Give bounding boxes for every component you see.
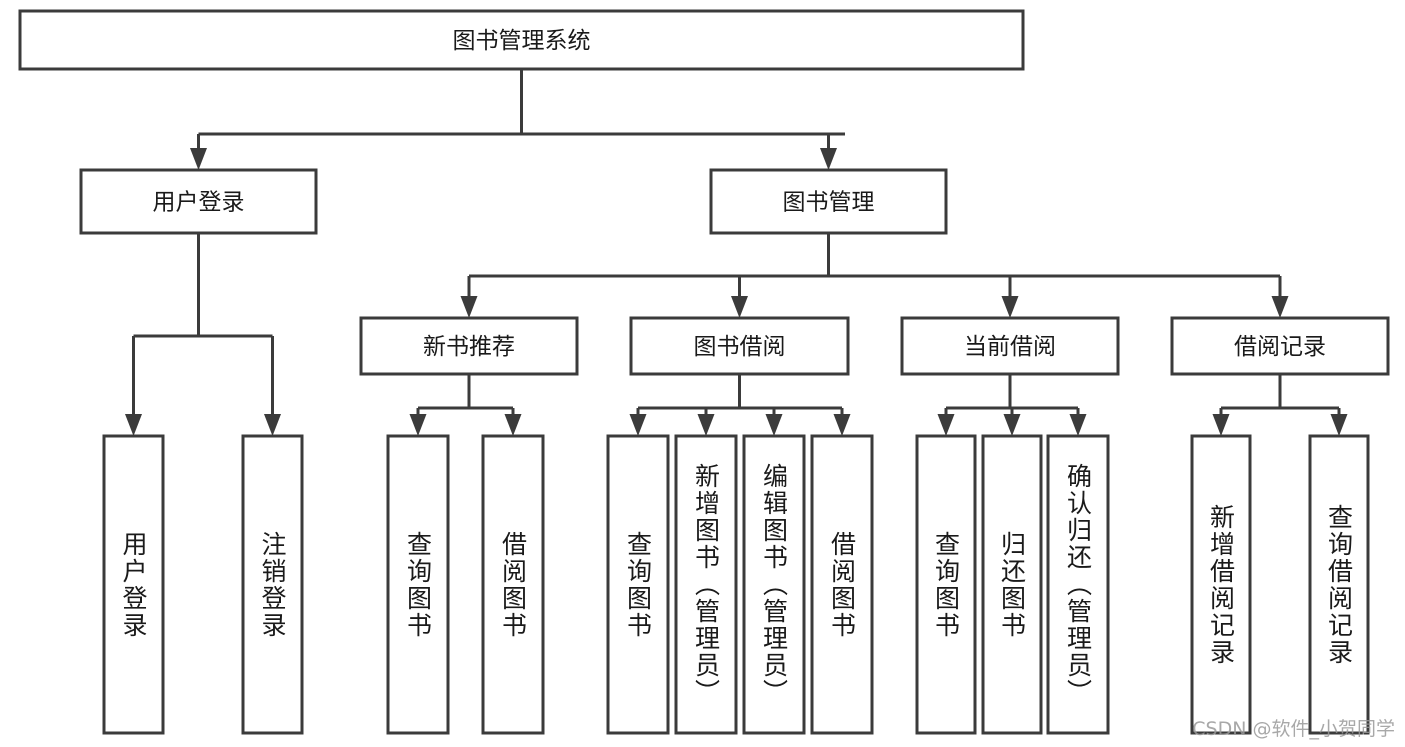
node-new-book-recommend-label: 新书推荐 — [423, 334, 515, 360]
node-leaf-logout-box[interactable] — [241, 434, 304, 735]
node-leaf-user-login-box[interactable] — [102, 434, 165, 735]
connector-layer — [125, 69, 1348, 436]
node-leaf-confirm-return-box[interactable] — [1046, 434, 1110, 735]
node-user-login[interactable]: 用户登录 — [79, 168, 318, 235]
node-leaf-borrow-book-rec-box[interactable] — [481, 434, 545, 735]
arrowhead-root-to-user-login — [190, 148, 207, 170]
arrowhead-to-leaf-edit-book — [765, 414, 783, 436]
edge-new-book-recommend-bus — [416, 374, 515, 420]
node-root[interactable]: 图书管理系统 — [18, 9, 1025, 71]
node-book-borrow-box[interactable] — [629, 316, 850, 376]
node-user-login-label: 用户登录 — [153, 190, 245, 216]
node-book-manage-label: 图书管理 — [783, 190, 875, 216]
node-leaf-return-book-box[interactable] — [981, 434, 1043, 735]
node-borrow-record-box[interactable] — [1170, 316, 1390, 376]
node-current-borrow[interactable]: 当前借阅 — [900, 316, 1120, 376]
node-book-manage-box[interactable] — [709, 168, 948, 235]
arrowhead-to-leaf-query-book-rec — [409, 414, 427, 436]
edge-user-login-bus — [132, 233, 274, 420]
node-leaf-edit-book-box[interactable] — [742, 434, 806, 735]
node-book-borrow-label: 图书借阅 — [694, 334, 786, 360]
node-new-book-recommend-box[interactable] — [359, 316, 579, 376]
node-root-label: 图书管理系统 — [453, 28, 591, 54]
edge-borrow-record-bus — [1219, 374, 1341, 420]
node-leaf-borrow-book-box[interactable] — [810, 434, 874, 735]
edge-root-to-level2-bus — [197, 69, 845, 154]
arrowhead-to-leaf-borrow-book-rec — [504, 414, 522, 436]
leaf-boxes — [102, 434, 1370, 735]
arrowhead-to-book-borrow — [731, 296, 748, 318]
arrowhead-to-leaf-confirm-return — [1069, 414, 1087, 436]
node-book-manage[interactable]: 图书管理 — [709, 168, 948, 235]
arrowhead-to-leaf-user-login — [125, 414, 142, 436]
node-book-borrow[interactable]: 图书借阅 — [629, 316, 850, 376]
node-current-borrow-box[interactable] — [900, 316, 1120, 376]
arrowhead-root-to-book-manage — [820, 148, 837, 170]
arrowhead-to-leaf-return-book — [1003, 414, 1021, 436]
edge-current-borrow-bus — [944, 374, 1080, 420]
arrowhead-to-leaf-add-record — [1212, 414, 1230, 436]
arrowhead-to-leaf-query-record — [1330, 414, 1348, 436]
node-borrow-record-label: 借阅记录 — [1234, 334, 1326, 360]
node-leaf-add-book-box[interactable] — [674, 434, 738, 735]
node-current-borrow-label: 当前借阅 — [964, 334, 1056, 360]
edge-book-manage-bus — [467, 233, 1282, 302]
arrowhead-to-new-book-recommend — [460, 296, 478, 318]
node-new-book-recommend[interactable]: 新书推荐 — [359, 316, 579, 376]
arrowhead-to-current-borrow — [1001, 296, 1019, 318]
arrowhead-to-leaf-query-book-borrow — [629, 414, 647, 436]
node-leaf-query-book-borrow-box[interactable] — [606, 434, 670, 735]
arrowhead-to-leaf-borrow-book — [833, 414, 851, 436]
arrowhead-to-leaf-query-book-current — [937, 414, 955, 436]
node-leaf-add-record-box[interactable] — [1190, 434, 1252, 735]
node-borrow-record[interactable]: 借阅记录 — [1170, 316, 1390, 376]
node-user-login-box[interactable] — [79, 168, 318, 235]
node-layer: 图书管理系统 用户登录 图书管理 新书推荐 图书借阅 — [18, 9, 1390, 735]
node-leaf-query-record-box[interactable] — [1308, 434, 1370, 735]
arrowhead-to-leaf-logout — [264, 414, 281, 436]
arrowhead-to-leaf-add-book — [697, 414, 715, 436]
node-root-box[interactable] — [18, 9, 1025, 71]
arrowhead-to-borrow-record — [1271, 296, 1289, 318]
edge-book-borrow-bus — [636, 374, 844, 420]
node-leaf-query-book-current-box[interactable] — [915, 434, 977, 735]
node-leaf-query-book-rec-box[interactable] — [386, 434, 450, 735]
